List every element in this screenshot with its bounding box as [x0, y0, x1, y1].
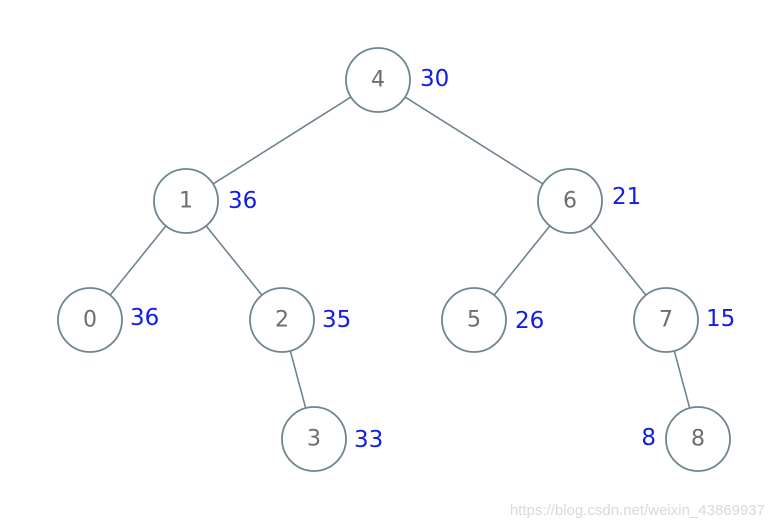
node-value: 15: [706, 306, 735, 332]
node-circle: [441, 287, 507, 353]
node-circle: [281, 406, 347, 472]
node-label: 0: [83, 308, 97, 333]
node-circle: [345, 47, 411, 113]
tree-node-7: 7 15: [633, 287, 735, 353]
tree-node-4: 4 30: [345, 47, 449, 113]
node-label: 8: [691, 427, 705, 452]
node-value: 35: [322, 307, 351, 333]
node-circle: [537, 168, 603, 234]
node-label: 6: [563, 189, 577, 214]
node-value: 36: [228, 188, 257, 214]
watermark: https://blog.csdn.net/weixin_43869937: [509, 502, 765, 519]
node-label: 3: [307, 427, 321, 452]
node-label: 5: [467, 308, 481, 333]
edge-7-8: [673, 350, 691, 409]
node-value: 21: [612, 184, 641, 210]
tree-node-5: 5 26: [441, 287, 544, 353]
node-label: 1: [179, 189, 193, 214]
edge-1-2: [205, 225, 263, 296]
edge-1-0: [109, 225, 167, 296]
node-circle: [153, 168, 219, 234]
node-label: 7: [659, 308, 673, 333]
node-circle: [57, 287, 123, 353]
node-label: 2: [275, 308, 289, 333]
edge-6-5: [493, 225, 551, 296]
node-value: 36: [130, 305, 159, 331]
node-value: 33: [354, 427, 383, 453]
node-circle: [665, 406, 731, 472]
tree-node-6: 6 21: [537, 168, 641, 234]
node-circle: [633, 287, 699, 353]
node-value: 8: [641, 425, 656, 451]
node-label: 4: [371, 68, 385, 93]
node-value: 30: [420, 66, 449, 92]
node-circle: [249, 287, 315, 353]
node-value: 26: [515, 308, 544, 334]
tree-node-2: 2 35: [249, 287, 351, 353]
tree-node-0: 0 36: [57, 287, 159, 353]
edge-2-3: [289, 350, 307, 409]
tree-node-8: 88: [641, 406, 731, 472]
edges-layer: [109, 96, 691, 409]
tree-node-1: 1 36: [153, 168, 257, 234]
edge-4-6: [404, 96, 544, 185]
edge-6-7: [589, 225, 647, 296]
edge-4-1: [212, 96, 352, 185]
